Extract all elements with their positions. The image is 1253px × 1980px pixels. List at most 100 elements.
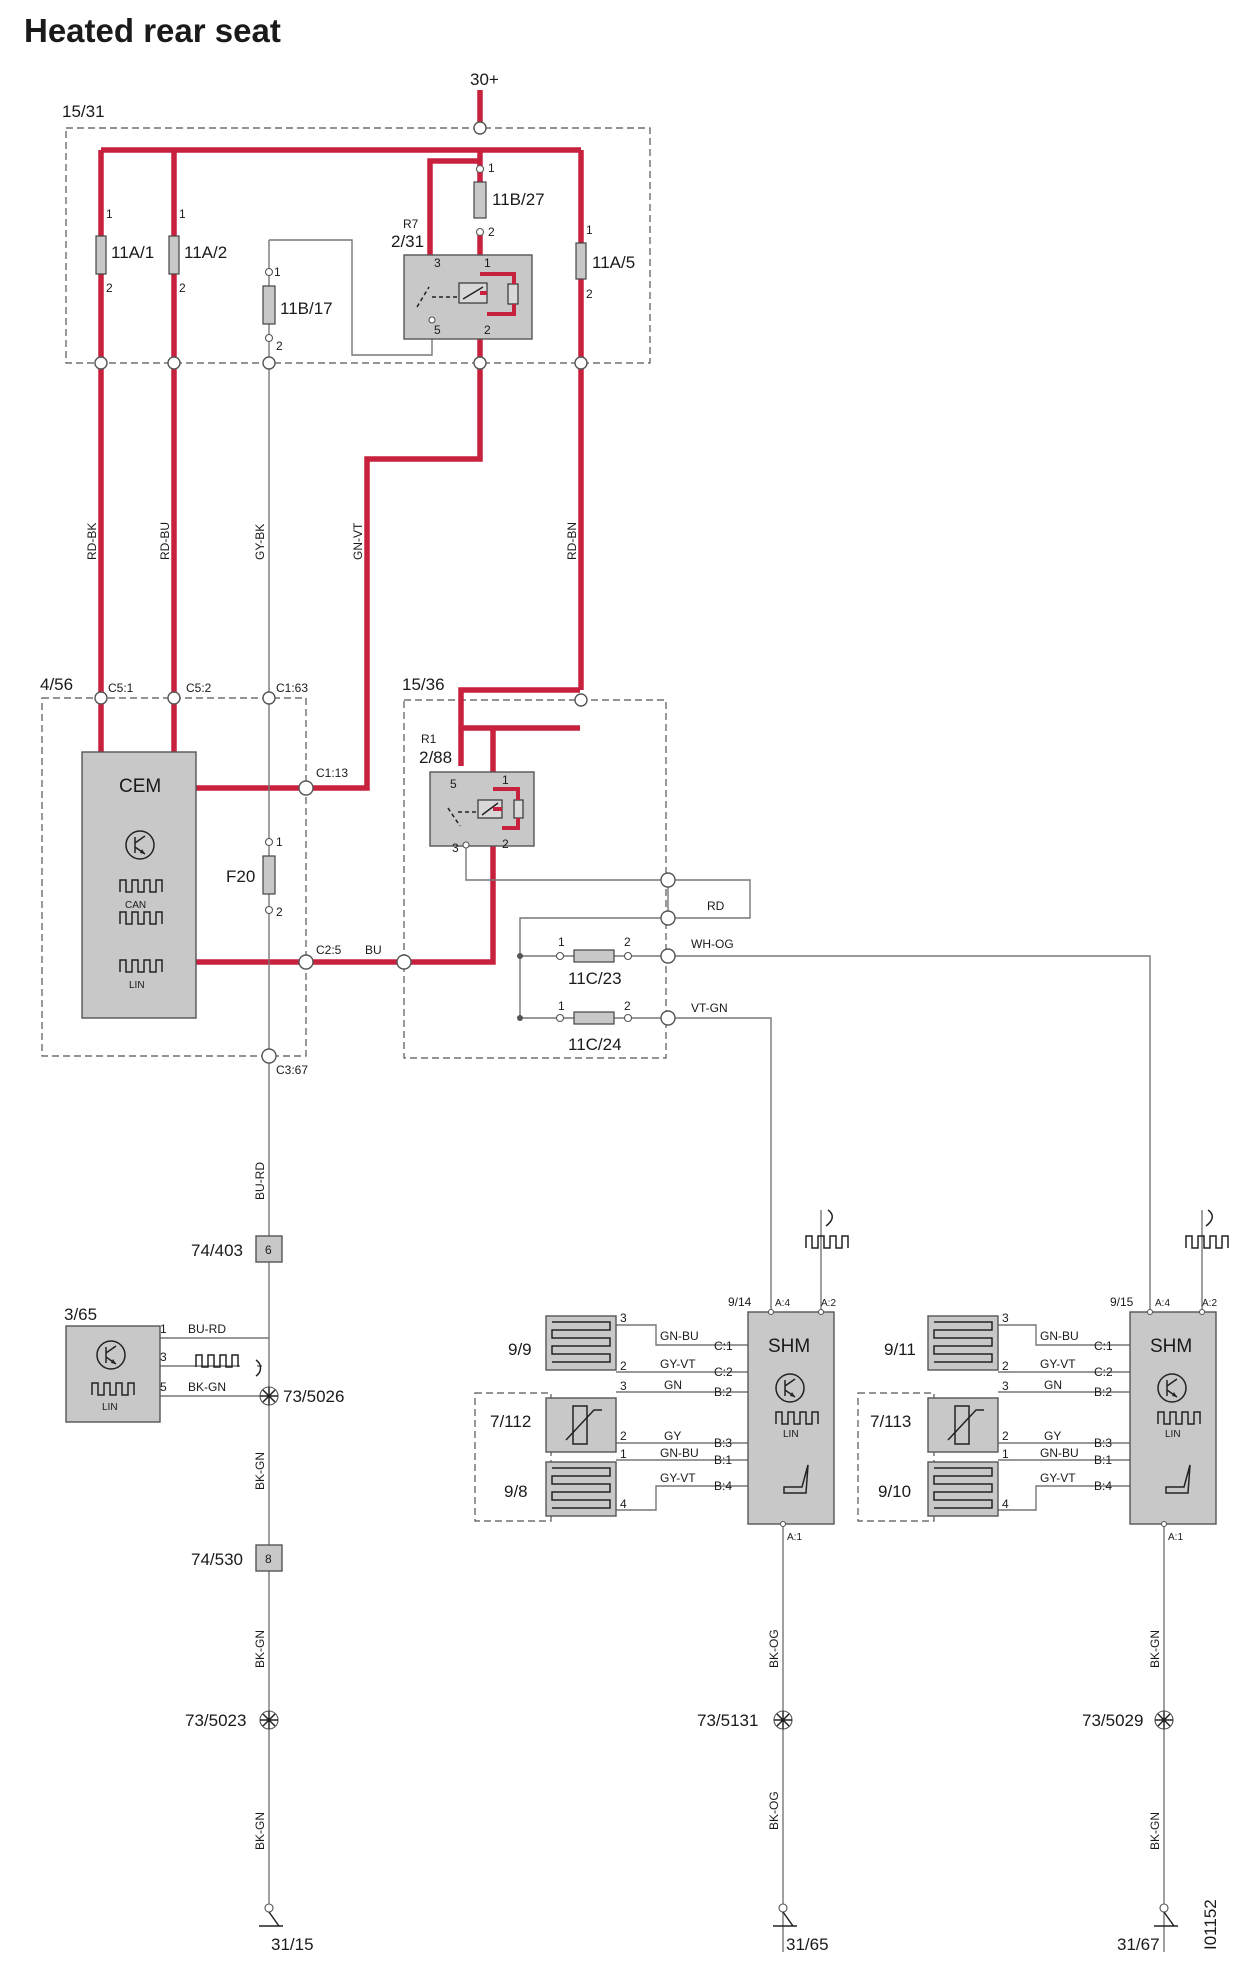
fuse-11a1-label: 11A/1: [111, 243, 154, 262]
fuse-11a1-pin1: 1: [106, 207, 113, 221]
fuse-11c23-label: 11C/23: [568, 969, 622, 988]
wire-label-gy-bk: GY-BK: [253, 524, 267, 560]
relay-r1-pin5: 5: [450, 777, 457, 791]
splice-73-5026-icon: [259, 1386, 279, 1406]
wire-left-gy-vt: GY-VT: [660, 1357, 696, 1371]
heater-9-9-pin2: 2: [620, 1359, 627, 1373]
node-15-36-bu: [396, 954, 412, 970]
splice-73-5029-label: 73/5029: [1082, 1711, 1143, 1730]
heater-9-8-icon: [545, 1461, 617, 1517]
wire-label-rd-bu: RD-BU: [158, 522, 172, 560]
module-3-65-pin1: 1: [160, 1322, 167, 1336]
heater-9-10-icon: [927, 1461, 999, 1517]
node-11a2-out: [167, 356, 181, 370]
fuse-f20-pin1: 1: [276, 835, 283, 849]
heater-9-8-label: 9/8: [504, 1482, 528, 1501]
heater-9-9-pin3: 3: [620, 1311, 627, 1325]
ntc-7-113-pin2: 2: [1002, 1429, 1009, 1443]
shm-right-pin-b2: B:2: [1094, 1385, 1112, 1399]
shm-right-pin-b3: B:3: [1094, 1436, 1112, 1450]
fuse-11b17-label: 11B/17: [280, 299, 333, 318]
module-3-65: LIN 3/65 1 3 5: [64, 1305, 167, 1423]
fuse-11c24: 1 2 11C/24: [555, 999, 633, 1054]
shm-right-lin-bus-icon: [1185, 1235, 1229, 1249]
connector-74-403-pin: 6: [265, 1243, 272, 1257]
node-wh-og: [660, 948, 676, 964]
module-3-65-pin5: 5: [160, 1380, 167, 1394]
shm-left-name: SHM: [768, 1336, 810, 1357]
wire-label-bu: BU: [365, 943, 382, 957]
lin-bus-wave-icon: [195, 1354, 239, 1368]
shm-right-pin-c2: C:2: [1094, 1365, 1113, 1379]
cem-pin-c2-5: C2:5: [316, 943, 342, 957]
ntc-7-112-icon: [545, 1397, 617, 1453]
fuse-11b27-label: 11B/27: [492, 190, 545, 209]
fuse-11c23: 1 2 11C/23: [555, 935, 633, 988]
shm-left-pin-a2: A:2: [821, 1298, 836, 1309]
module-3-65-pin3: 3: [160, 1350, 167, 1364]
splice-73-5029-icon: [1154, 1710, 1174, 1730]
wire-label-rd: RD: [707, 899, 725, 913]
relay-r7-pin1: 1: [484, 256, 491, 270]
shm-right-bus-break-icon: [1205, 1209, 1213, 1227]
fuse-f20-pin2: 2: [276, 905, 283, 919]
fuse-11a2-label: 11A/2: [184, 243, 227, 262]
shm-right-pin-b1: B:1: [1094, 1453, 1112, 1467]
relay-r1: 5 1 3 2 R1 2/88: [419, 732, 535, 855]
shm-left-bus-break-icon: [825, 1209, 833, 1227]
node-c3-67: [261, 1048, 277, 1064]
shm-right-pin-a4: A:4: [1155, 1298, 1170, 1309]
wire-right-gy: GY: [1044, 1429, 1061, 1443]
relay-r1-pin1: 1: [502, 773, 509, 787]
heater-9-10-label: 9/10: [878, 1482, 911, 1501]
wire-left-gn: GN: [664, 1378, 682, 1392]
shm-left-label: 9/14: [728, 1295, 752, 1309]
wire-label-gn-vt: GN-VT: [351, 522, 365, 560]
shm-right-pin-b4: B:4: [1094, 1479, 1112, 1493]
fuse-f20-label: F20: [226, 867, 255, 886]
box-seat-right: [857, 1392, 935, 1522]
wire-label-bk-gn-h: BK-GN: [188, 1380, 226, 1394]
relay-r7-pin2: 2: [484, 323, 491, 337]
seat-heater-left-group: 9/9 3 2 7/112 3 2 9/8 1 4 GN-BU GY-VT GN…: [490, 1235, 849, 1954]
shm-right-pin-c1: C:1: [1094, 1339, 1113, 1353]
wire-label-bk-gn-2: BK-GN: [253, 1630, 267, 1668]
wire-right-bk-gn-2: BK-GN: [1148, 1812, 1162, 1850]
signal-wires: [160, 239, 1203, 1952]
heater-9-9-label: 9/9: [508, 1340, 532, 1359]
fuse-11c23-pin1: 1: [558, 935, 565, 949]
diagram-title: Heated rear seat: [24, 12, 281, 49]
wire-right-gn: GN: [1044, 1378, 1062, 1392]
fuse-11a5-pin1: 1: [586, 223, 593, 237]
shm-left-lin-label: LIN: [783, 1429, 799, 1440]
fuse-11c24-label: 11C/24: [568, 1035, 622, 1054]
fuse-11b17-pin2: 2: [276, 339, 283, 353]
fuse-11a5-label: 11A/5: [592, 253, 635, 272]
relay-r1-name: R1: [421, 732, 437, 746]
wire-label-bk-gn-1: BK-GN: [253, 1452, 267, 1490]
cem-can-label: CAN: [125, 900, 146, 911]
wire-left-gy: GY: [664, 1429, 681, 1443]
cem-name: CEM: [119, 776, 161, 797]
junction-fuse-bus-2: [517, 1015, 523, 1021]
wire-right-gn-bu-2: GN-BU: [1040, 1446, 1079, 1460]
splice-73-5131-label: 73/5131: [697, 1711, 758, 1730]
node-r7-out: [473, 356, 487, 370]
cem-pin-c5-2: C5:2: [186, 681, 212, 695]
cem-pin-c1-63: C1:63: [276, 681, 308, 695]
ground-31-65-label: 31/65: [786, 1935, 829, 1954]
cem-lin-label: LIN: [129, 980, 145, 991]
shm-left-pin-b4: B:4: [714, 1479, 732, 1493]
node-15-36-in: [574, 693, 588, 707]
splice-73-5131-icon: [773, 1710, 793, 1730]
ntc-7-113-icon: [927, 1397, 999, 1453]
shm-right-pin-a2: A:2: [1202, 1298, 1217, 1309]
shm-left-module: [747, 1311, 835, 1525]
heater-9-11-pin2: 2: [1002, 1359, 1009, 1373]
fuse-f20: F20 1 2: [226, 835, 283, 919]
relay-r7-name: R7: [403, 217, 419, 231]
figure-id: I01152: [1201, 1899, 1220, 1950]
wire-label-vt-gn: VT-GN: [691, 1001, 728, 1015]
fuse-11b27-pin2: 2: [488, 225, 495, 239]
